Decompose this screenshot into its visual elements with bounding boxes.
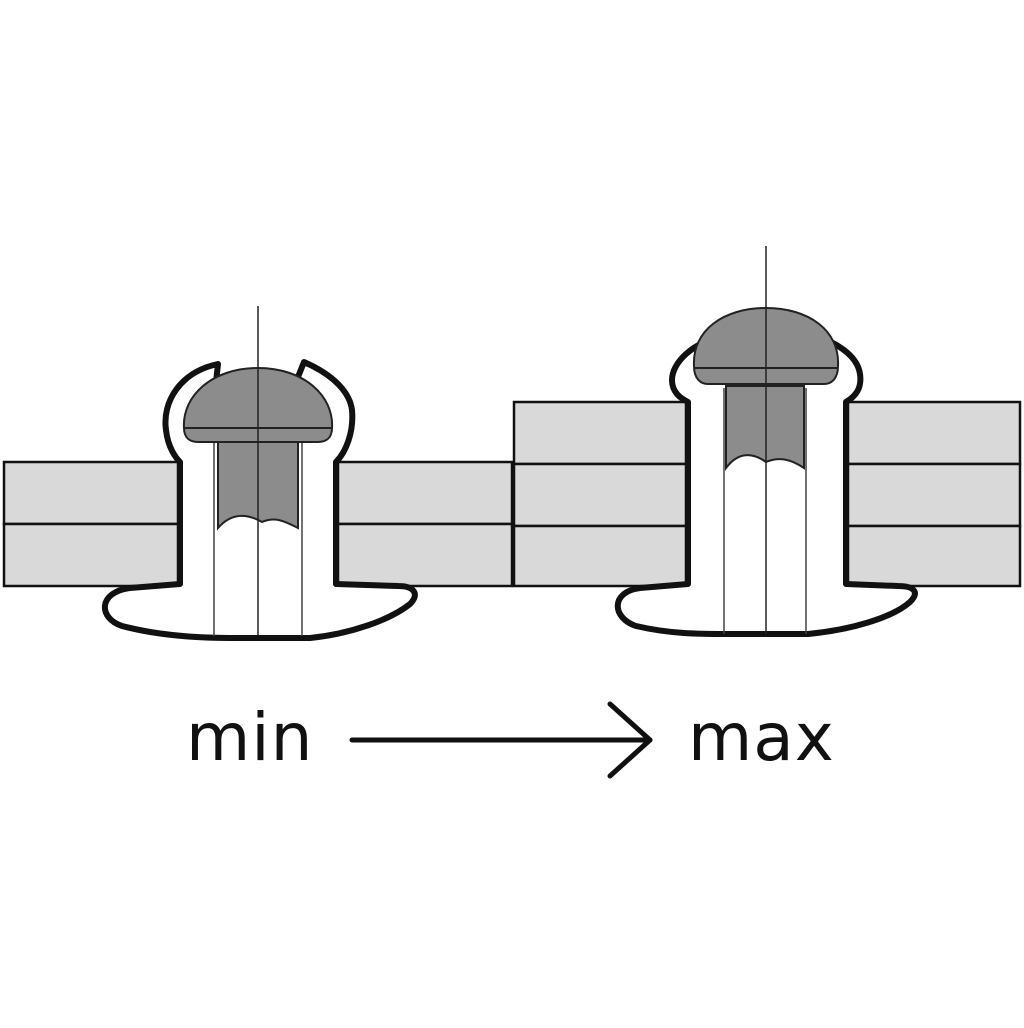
- min-right-sheet-top: [336, 460, 514, 526]
- max-left-sheet-2: [512, 462, 688, 528]
- min-right-sheet-bottom: [336, 522, 514, 588]
- max-right-sheets: [846, 400, 1022, 588]
- max-right-sheet-1: [846, 400, 1022, 466]
- max-left-sheets: [512, 400, 688, 588]
- max-left-sheet-3: [512, 524, 688, 588]
- min-left-sheets: [2, 460, 180, 588]
- max-right-sheet-3: [846, 524, 1022, 588]
- label-min: min: [186, 699, 314, 776]
- max-left-sheet-1: [512, 400, 688, 466]
- max-right-sheet-2: [846, 462, 1022, 528]
- max-mandrel-shank: [725, 385, 805, 471]
- arrow-right-icon: [349, 701, 653, 779]
- max-grip-assembly: [512, 246, 1022, 637]
- min-left-sheet-bottom: [2, 522, 180, 588]
- min-right-sheets: [336, 460, 514, 588]
- label-max: max: [688, 699, 835, 776]
- min-grip-assembly: [2, 306, 514, 641]
- min-left-sheet-top: [2, 460, 180, 526]
